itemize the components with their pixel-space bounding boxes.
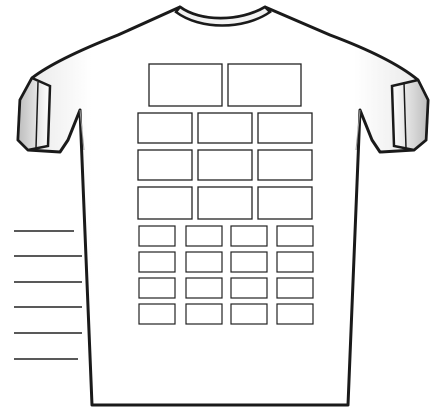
left-sleeve-cuff [18, 78, 50, 150]
placeholder-box [198, 187, 252, 219]
placeholder-box [277, 278, 313, 298]
placeholder-box [231, 252, 267, 272]
placeholder-box [277, 252, 313, 272]
placeholder-box [186, 226, 222, 246]
placeholder-box [258, 187, 312, 219]
placeholder-box [186, 304, 222, 324]
placeholder-box [231, 304, 267, 324]
placeholder-box [149, 64, 222, 106]
placeholder-box [258, 150, 312, 180]
placeholder-box [186, 278, 222, 298]
placeholder-box [198, 113, 252, 143]
placeholder-box [231, 278, 267, 298]
placeholder-box [186, 252, 222, 272]
placeholder-box [139, 304, 175, 324]
placeholder-box [139, 252, 175, 272]
placeholder-box [139, 278, 175, 298]
placeholder-box [228, 64, 301, 106]
placeholder-box [277, 226, 313, 246]
placeholder-box [231, 226, 267, 246]
placeholder-box [138, 187, 192, 219]
placeholder-box [258, 113, 312, 143]
placeholder-box [139, 226, 175, 246]
placeholder-box [138, 113, 192, 143]
placeholder-box [277, 304, 313, 324]
placeholder-box [198, 150, 252, 180]
placeholder-box [138, 150, 192, 180]
medium-box-grid [138, 113, 312, 219]
right-sleeve-cuff [392, 80, 428, 150]
blank-lines [14, 231, 82, 359]
